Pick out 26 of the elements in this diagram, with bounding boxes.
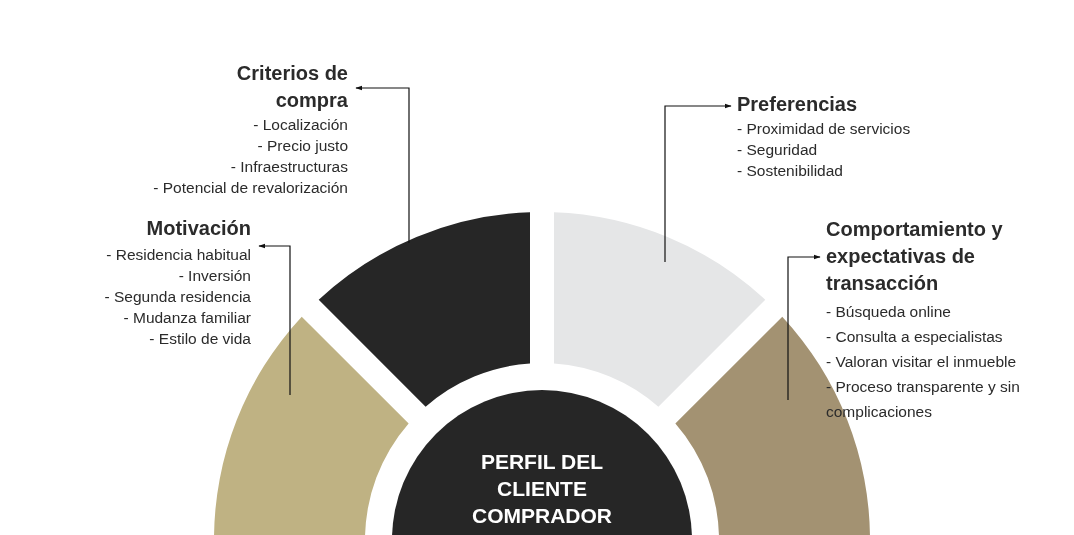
- list-item: - Consulta a especialistas: [826, 327, 1004, 347]
- section-heading: Comportamiento y expectativas de transacción: [826, 217, 1004, 296]
- list-item: - Búsqueda online: [826, 302, 952, 322]
- list-item: - Segunda residencia: [103, 287, 251, 307]
- list-item: - Estilo de vida: [148, 329, 251, 349]
- section-heading: Motivación: [145, 216, 251, 241]
- list-item: - Potencial de revalorización: [152, 178, 348, 198]
- section-heading: Preferencias: [737, 92, 859, 117]
- leader-arrow: [664, 103, 732, 263]
- leader-arrow: [355, 85, 410, 244]
- leader-arrow: [787, 254, 821, 401]
- list-item: - Infraestructuras: [229, 157, 348, 177]
- list-item: - Precio justo: [256, 136, 348, 156]
- list-item: - Inversión: [177, 266, 251, 286]
- list-item: - Mudanza familiar: [122, 308, 251, 328]
- leader-arrow: [258, 243, 291, 396]
- section-heading: Criterios de compra: [235, 61, 348, 113]
- list-item: - Proximidad de servicios: [737, 119, 912, 139]
- list-item: - Localización: [252, 115, 348, 135]
- ring-segment: [318, 212, 530, 407]
- list-item: - Residencia habitual: [105, 245, 251, 265]
- list-item: - Valoran visitar el inmueble: [826, 352, 1018, 372]
- list-item: - Seguridad: [737, 140, 819, 160]
- center-title: PERFIL DEL CLIENTE COMPRADOR: [471, 449, 613, 529]
- ring-segment: [554, 212, 766, 407]
- list-item: - Sostenibilidad: [737, 161, 844, 181]
